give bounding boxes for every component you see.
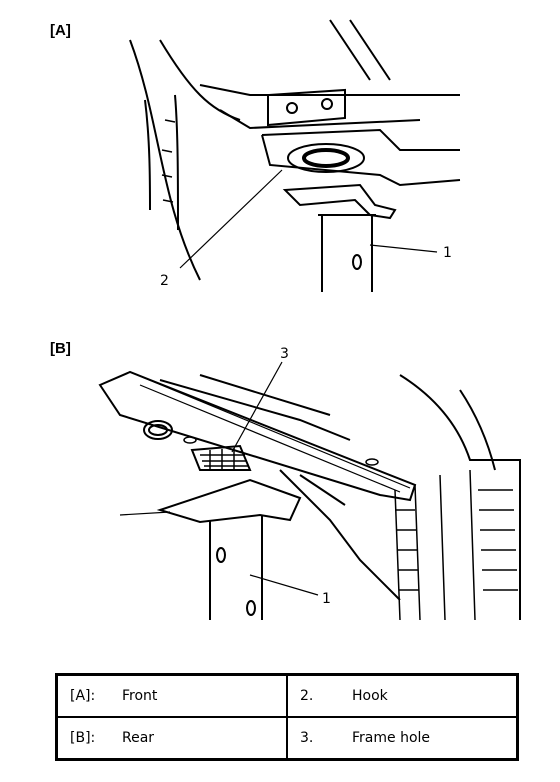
legend-key: [A]: [70,688,96,704]
legend-cell: [A]: Front [55,673,288,718]
callout-hook: 2 [160,273,169,289]
legend-text: Rear [122,730,155,746]
bolt-icon [321,98,333,110]
callout-jack: 1 [443,245,452,261]
hook-pad [287,143,365,173]
legend-cell: 3. Frame hole [286,716,519,761]
tire-outline [129,39,201,281]
jack-saddle [282,183,397,220]
legend-cell: [B]: Rear [55,716,288,761]
legend-cell: 2. Hook [286,673,519,718]
legend-key: [B]: [70,730,96,746]
legend-text: Frame hole [352,730,431,746]
legend-text: Front [122,688,158,704]
jack-saddle-rear [156,478,302,524]
legend-text: Hook [352,688,388,704]
frame-hole [190,444,252,471]
legend-row: [A]: Front 2. Hook [55,673,519,718]
legend-table: [A]: Front 2. Hook [B]: Rear 3. Frame hole [55,673,519,761]
mount-bracket [267,88,346,127]
callout-frame-hole: 3 [280,346,289,362]
panel-a-label: [A] [50,22,71,39]
legend-row: [B]: Rear 3. Frame hole [55,716,519,761]
legend-key: 2. [300,688,314,704]
bolt-icon [286,102,298,114]
front-jacking-illustration: 1 2 [129,19,461,292]
callout-jack-rear: 1 [322,591,331,607]
panel-b-label: [B] [50,340,71,357]
legend-key: 3. [300,730,314,746]
rear-jacking-illustration: 3 1 [98,346,521,621]
